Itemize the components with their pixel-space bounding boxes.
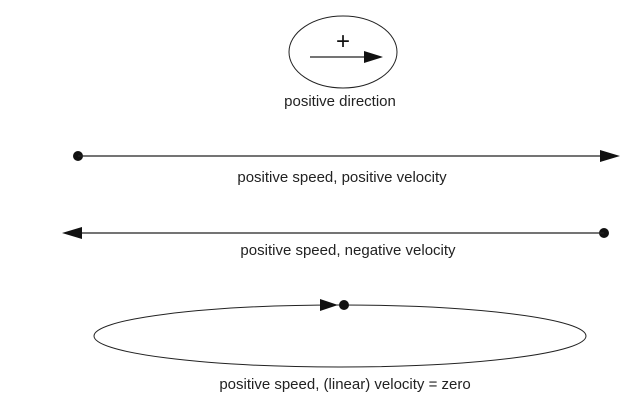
case-negative-velocity	[62, 227, 609, 239]
case-label-negative-velocity: positive speed, negative velocity	[240, 242, 456, 259]
arrow-head-left-icon	[62, 227, 82, 239]
legend-ellipse	[288, 15, 398, 89]
positive-direction-legend: +	[288, 15, 398, 89]
loop-path	[93, 304, 587, 368]
start-dot	[339, 300, 349, 310]
case-zero-velocity	[93, 299, 587, 368]
plus-sign: +	[336, 28, 350, 55]
case-label-zero-velocity: positive speed, (linear) velocity = zero	[219, 376, 471, 393]
positive-direction-label: positive direction	[284, 93, 396, 110]
arrow-head-right-icon	[600, 150, 620, 162]
case-positive-velocity	[73, 150, 620, 162]
arrow-head-right-icon	[320, 299, 338, 311]
legend-arrow-head-icon	[364, 51, 383, 63]
case-label-positive-velocity: positive speed, positive velocity	[237, 169, 447, 186]
